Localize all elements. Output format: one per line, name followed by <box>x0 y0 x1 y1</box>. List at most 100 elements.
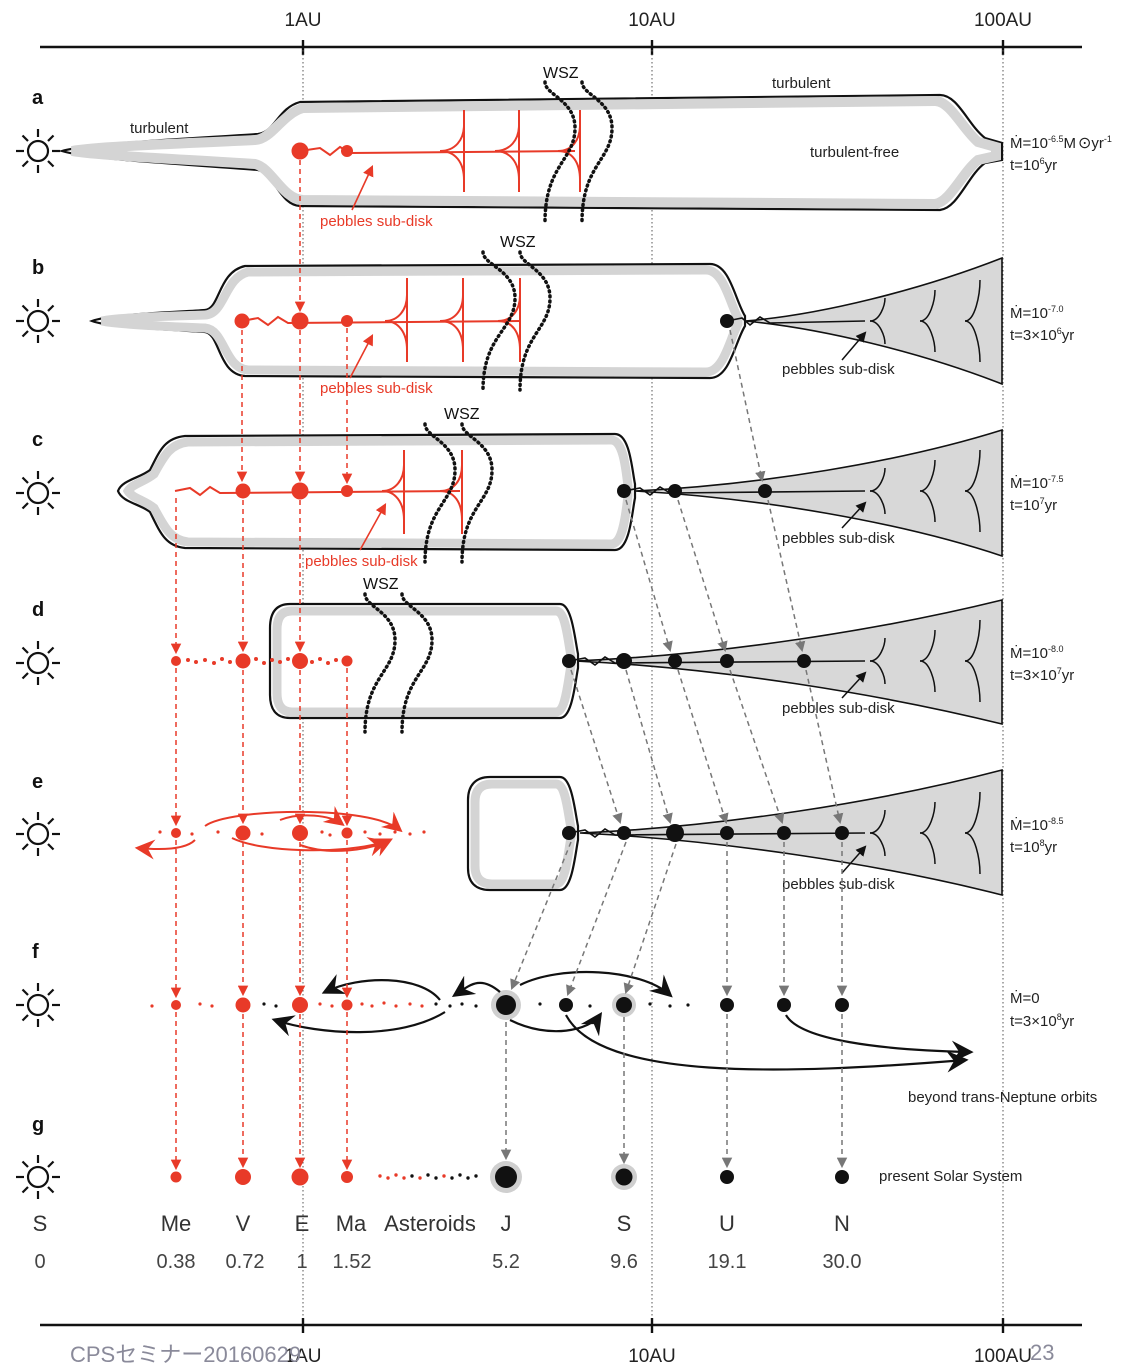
planet-dot <box>668 484 682 498</box>
svg-text:t=3×107yr: t=3×107yr <box>1010 666 1074 684</box>
label-pebbles: pebbles sub-disk <box>320 380 433 397</box>
sun-icon <box>16 983 60 1027</box>
planet-dot <box>617 484 631 498</box>
planet-dot <box>720 998 734 1012</box>
planet-name: Asteroids <box>384 1211 476 1236</box>
planet-dot <box>616 1169 633 1186</box>
time-f: t=3×10 <box>1010 1013 1057 1030</box>
planet-dot <box>235 314 250 329</box>
svg-text:Ṁ=10-8.5: Ṁ=10-8.5 <box>1010 816 1063 834</box>
label-pebbles: pebbles sub-disk <box>320 213 433 230</box>
time-e: t=10 <box>1010 839 1040 856</box>
sun-icon <box>16 471 60 515</box>
label-turbulent: turbulent <box>772 75 831 92</box>
planet-dot <box>758 484 772 498</box>
time-c: t=10 <box>1010 497 1040 514</box>
panel-letter-f: f <box>32 941 39 963</box>
mdot-c: Ṁ=10 <box>1010 474 1048 492</box>
mdot-b: Ṁ=10 <box>1010 304 1048 322</box>
planet-name: S <box>617 1211 632 1236</box>
label-beyond: beyond trans-Neptune orbits <box>908 1089 1097 1106</box>
planet-name: S <box>33 1211 48 1236</box>
planet-name: V <box>236 1211 251 1236</box>
svg-text:t=3×108yr: t=3×108yr <box>1010 1012 1074 1030</box>
panel-letter-d: d <box>32 599 44 621</box>
planet-dot <box>292 313 309 330</box>
planet-dot <box>292 143 309 160</box>
panel-letter-e: e <box>32 771 43 793</box>
planet-dot <box>292 483 309 500</box>
footer-page-number: 23 <box>1030 1340 1054 1365</box>
planet-dot <box>341 485 353 497</box>
label-present: present Solar System <box>879 1168 1022 1185</box>
mdot-d: Ṁ=10 <box>1010 644 1048 662</box>
planet-dot <box>616 653 632 669</box>
panel-g: present Solar System <box>171 1161 1023 1193</box>
svg-text:Ṁ=10-7.5: Ṁ=10-7.5 <box>1010 474 1063 492</box>
svg-text:Ṁ=10-8.0: Ṁ=10-8.0 <box>1010 644 1063 662</box>
sun-icon <box>16 641 60 685</box>
svg-text:t=3×106yr: t=3×106yr <box>1010 326 1074 344</box>
planet-distance: 0.38 <box>157 1251 196 1273</box>
panel-letter-g: g <box>32 1114 44 1136</box>
planet-dot <box>797 654 811 668</box>
top-axis: 1AU 10AU 100AU <box>40 10 1082 55</box>
planet-dot <box>495 1166 517 1188</box>
planet-dot <box>341 1171 353 1183</box>
time-d: t=3×10 <box>1010 667 1057 684</box>
planet-distance: 1 <box>296 1251 307 1273</box>
planet-name: J <box>501 1211 512 1236</box>
svg-text:Ṁ=0: Ṁ=0 <box>1010 989 1040 1007</box>
planet-distance: 0 <box>34 1251 45 1273</box>
tick-100au-bottom: 100AU <box>974 1346 1032 1367</box>
label-pebbles: pebbles sub-disk <box>305 553 418 570</box>
planet-dot <box>559 998 573 1012</box>
planet-dot <box>236 484 251 499</box>
planet-dot <box>835 826 849 840</box>
planet-name: E <box>295 1211 310 1236</box>
tick-100au: 100AU <box>974 10 1032 31</box>
planet-table: S Me V E Ma Asteroids J S U N 0 0.38 0.7… <box>33 1211 862 1273</box>
planet-name: Ma <box>336 1211 367 1236</box>
planet-dot <box>562 826 576 840</box>
mdot-f: Ṁ=0 <box>1010 989 1040 1007</box>
planet-dot <box>616 997 632 1013</box>
svg-text:t=108yr: t=108yr <box>1010 838 1057 856</box>
label-pebbles: pebbles sub-disk <box>782 876 895 893</box>
planet-dot <box>562 654 576 668</box>
sun-icons <box>16 129 60 1199</box>
planet-dot <box>835 1170 849 1184</box>
label-wsz: WSZ <box>543 65 579 82</box>
planet-dot <box>235 1169 251 1185</box>
panel-letters: a b c d e f g <box>32 87 44 1136</box>
planet-dot <box>341 315 353 327</box>
planet-dot <box>720 826 734 840</box>
panel-letter-b: b <box>32 257 44 279</box>
sun-icon <box>16 812 60 856</box>
planet-distance: 1.52 <box>333 1251 372 1273</box>
planet-dot <box>777 998 791 1012</box>
tick-10au: 10AU <box>628 10 676 31</box>
sun-icon <box>16 129 60 173</box>
time-a: t=10 <box>1010 157 1040 174</box>
label-pebbles: pebbles sub-disk <box>782 700 895 717</box>
panel-letter-a: a <box>32 87 44 109</box>
planet-dot <box>777 826 791 840</box>
planet-dot <box>720 1170 734 1184</box>
planet-dot <box>835 998 849 1012</box>
label-turbulent: turbulent <box>130 120 189 137</box>
label-pebbles: pebbles sub-disk <box>782 361 895 378</box>
tick-10au-bottom: 10AU <box>628 1346 676 1367</box>
planet-dot <box>617 826 631 840</box>
label-turbulent-free: turbulent-free <box>810 144 899 161</box>
label-pebbles: pebbles sub-disk <box>782 530 895 547</box>
planet-dot <box>668 654 682 668</box>
planet-dot <box>171 1172 182 1183</box>
planet-distance: 0.72 <box>226 1251 265 1273</box>
planet-name: N <box>834 1211 850 1236</box>
label-wsz: WSZ <box>500 234 536 251</box>
mdot-a: Ṁ=10 <box>1010 134 1048 152</box>
planet-distance: 30.0 <box>823 1251 862 1273</box>
sun-icon <box>16 1155 60 1199</box>
